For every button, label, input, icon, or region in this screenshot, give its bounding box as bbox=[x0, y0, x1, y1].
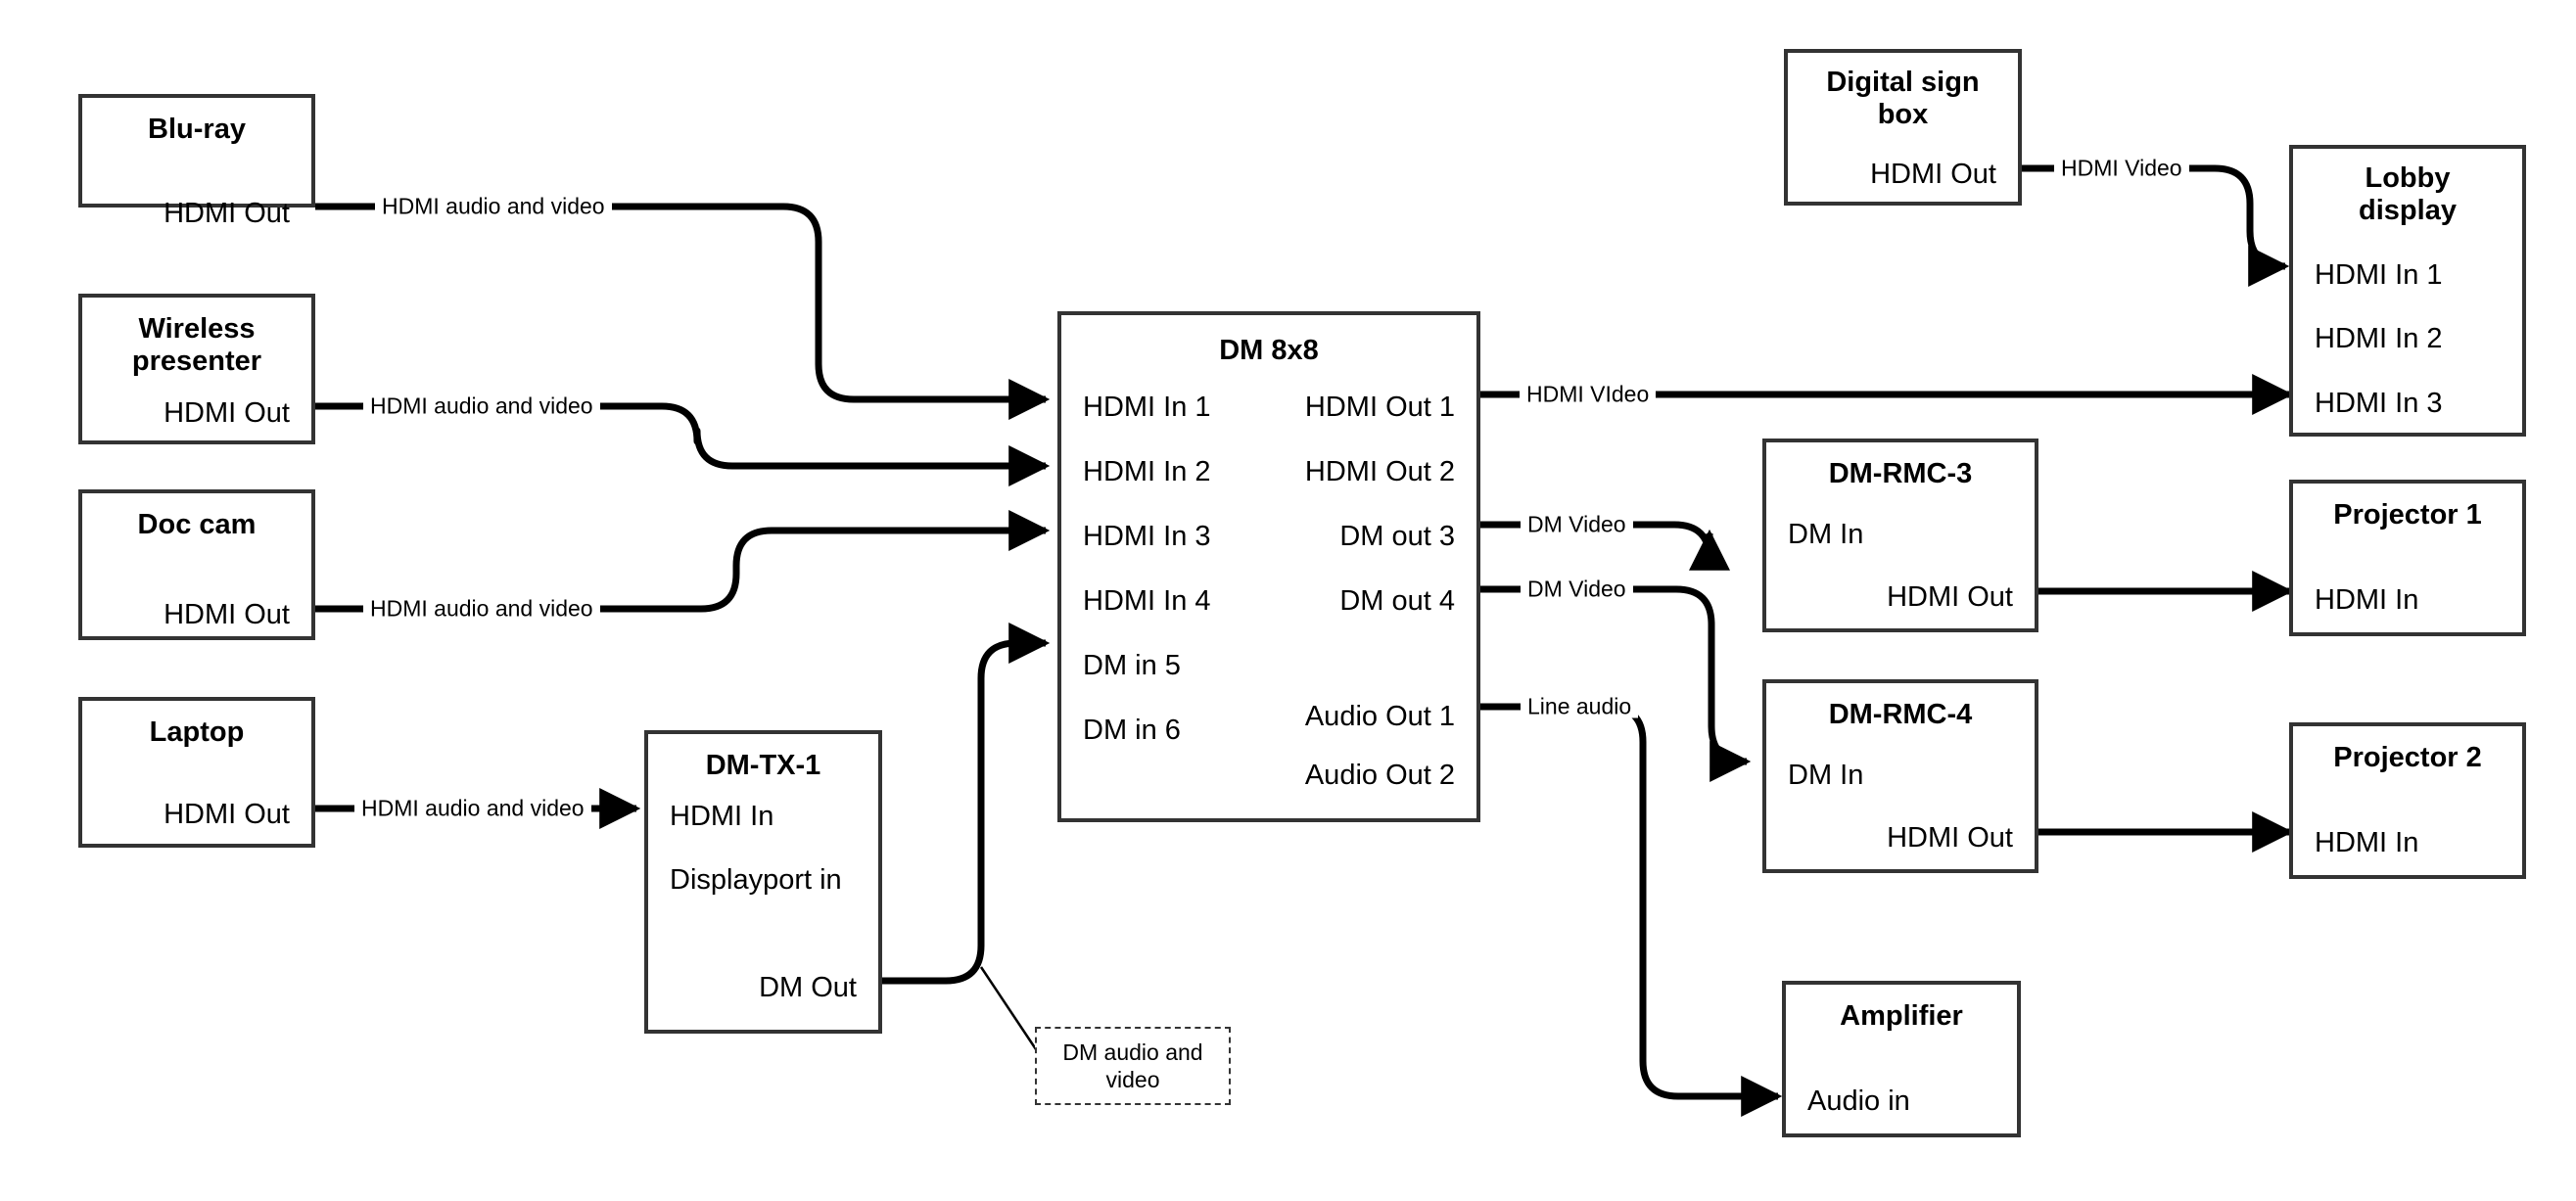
node-title-line-2: display bbox=[2359, 195, 2457, 227]
node-title-line-1: Digital sign bbox=[1826, 67, 1980, 98]
wire-dmtx1-to-dm8x8 bbox=[882, 623, 1051, 985]
edge-label-bluray-to-dm8x8: HDMI audio and video bbox=[375, 195, 612, 218]
port-hdmi-in-2[interactable]: HDMI In 2 bbox=[2315, 323, 2443, 354]
node-title: Digital sign box bbox=[1788, 67, 2018, 131]
node-blu-ray[interactable]: Blu-ray HDMI Out bbox=[78, 94, 315, 228]
port-hdmi-in[interactable]: HDMI In bbox=[670, 801, 774, 832]
node-title-line-1: Lobby bbox=[2365, 162, 2451, 194]
node-wireless-presenter[interactable]: Wireless presenter HDMI Out bbox=[78, 294, 315, 444]
node-title-line-1: Wireless bbox=[138, 313, 256, 345]
port-dm-in[interactable]: DM In bbox=[1788, 519, 1864, 550]
port-hdmi-in[interactable]: HDMI In bbox=[2315, 584, 2419, 616]
callout-leader-line bbox=[979, 966, 1040, 1053]
port-hdmi-out[interactable]: HDMI Out bbox=[164, 599, 290, 630]
node-doc-cam[interactable]: Doc cam HDMI Out bbox=[78, 489, 315, 640]
port-dm-in-6[interactable]: DM in 6 bbox=[1083, 715, 1181, 746]
node-title: Laptop bbox=[149, 716, 245, 748]
port-hdmi-out[interactable]: HDMI Out bbox=[1887, 822, 2013, 854]
node-dm-rmc-4[interactable]: DM-RMC-4 DM In HDMI Out bbox=[1762, 679, 2038, 873]
port-dm-in[interactable]: DM In bbox=[1788, 760, 1864, 791]
node-laptop[interactable]: Laptop HDMI Out bbox=[78, 697, 315, 848]
node-title: Projector 2 bbox=[2333, 742, 2482, 773]
edge-label-laptop-to-dmtx1: HDMI audio and video bbox=[354, 797, 591, 820]
edge-label-sign-to-lobby: HDMI Video bbox=[2054, 157, 2189, 180]
port-hdmi-out[interactable]: HDMI Out bbox=[164, 799, 290, 830]
port-audio-out-1[interactable]: Audio Out 1 bbox=[1304, 701, 1455, 732]
port-hdmi-out[interactable]: HDMI Out bbox=[164, 397, 290, 429]
node-title: Wireless presenter bbox=[82, 313, 311, 378]
node-lobby-display[interactable]: Lobby display HDMI In 1 HDMI In 2 HDMI I… bbox=[2289, 145, 2526, 437]
edge-label-wireless-to-dm8x8: HDMI audio and video bbox=[363, 394, 600, 418]
node-title-line-2: presenter bbox=[131, 346, 262, 378]
port-hdmi-in-3[interactable]: HDMI In 3 bbox=[2315, 388, 2443, 419]
node-title-line-2: box bbox=[1877, 99, 1929, 131]
port-audio-out-2[interactable]: Audio Out 2 bbox=[1304, 760, 1455, 791]
port-dm-out-3[interactable]: DM out 3 bbox=[1339, 521, 1455, 552]
port-displayport-in[interactable]: Displayport in bbox=[670, 864, 842, 896]
wire-bluray-to-dm8x8 bbox=[315, 203, 1051, 420]
port-audio-in[interactable]: Audio in bbox=[1807, 1086, 1910, 1117]
node-projector-1[interactable]: Projector 1 HDMI In bbox=[2289, 480, 2526, 636]
node-dm-tx-1[interactable]: DM-TX-1 HDMI In Displayport in DM Out bbox=[644, 730, 882, 1034]
edge-label-dm8x8-dmout4: DM Video bbox=[1521, 577, 1633, 601]
node-digital-sign-box[interactable]: Digital sign box HDMI Out bbox=[1784, 49, 2022, 206]
port-hdmi-out[interactable]: HDMI Out bbox=[164, 198, 290, 229]
node-title: DM-TX-1 bbox=[705, 750, 821, 781]
node-projector-2[interactable]: Projector 2 HDMI In bbox=[2289, 722, 2526, 879]
node-dm-8x8[interactable]: DM 8x8 HDMI In 1 HDMI In 2 HDMI In 3 HDM… bbox=[1057, 311, 1480, 822]
wire-dm8x8-dmout4-to-rmc4 bbox=[1480, 585, 1752, 782]
node-dm-rmc-3[interactable]: DM-RMC-3 DM In HDMI Out bbox=[1762, 439, 2038, 632]
node-title: Amplifier bbox=[1840, 1000, 1963, 1032]
node-title: Lobby display bbox=[2293, 162, 2522, 227]
edge-label-dm8x8-audioout1: Line audio bbox=[1521, 695, 1639, 718]
port-dm-out[interactable]: DM Out bbox=[759, 972, 857, 1003]
edge-label-dm8x8-dmout3: DM Video bbox=[1521, 513, 1633, 536]
node-title: Projector 1 bbox=[2333, 499, 2482, 531]
port-hdmi-out[interactable]: HDMI Out bbox=[1870, 159, 1996, 190]
node-amplifier[interactable]: Amplifier Audio in bbox=[1782, 981, 2021, 1137]
port-hdmi-in-3[interactable]: HDMI In 3 bbox=[1083, 521, 1211, 552]
node-title: Doc cam bbox=[137, 509, 257, 540]
port-hdmi-in-2[interactable]: HDMI In 2 bbox=[1083, 456, 1211, 487]
callout-dm-audio-and-video: DM audio and video bbox=[1035, 1027, 1231, 1105]
node-title: DM 8x8 bbox=[1219, 335, 1319, 366]
node-title: DM-RMC-3 bbox=[1828, 458, 1973, 489]
port-hdmi-in-1[interactable]: HDMI In 1 bbox=[1083, 392, 1211, 423]
port-dm-in-5[interactable]: DM in 5 bbox=[1083, 650, 1181, 681]
node-title: DM-RMC-4 bbox=[1828, 699, 1973, 730]
port-hdmi-in[interactable]: HDMI In bbox=[2315, 827, 2419, 858]
node-title: Blu-ray bbox=[148, 114, 246, 145]
port-hdmi-in-1[interactable]: HDMI In 1 bbox=[2315, 259, 2443, 291]
edge-label-doccam-to-dm8x8: HDMI audio and video bbox=[363, 597, 600, 621]
edge-label-dm8x8-hdmiout1: HDMI VIdeo bbox=[1520, 383, 1657, 406]
wire-sign-to-lobby bbox=[2022, 164, 2290, 287]
port-hdmi-in-4[interactable]: HDMI In 4 bbox=[1083, 585, 1211, 617]
wire-dm8x8-audioout1-to-amplifier bbox=[1480, 703, 1783, 1117]
port-dm-out-4[interactable]: DM out 4 bbox=[1339, 585, 1455, 617]
port-hdmi-out[interactable]: HDMI Out bbox=[1887, 581, 2013, 613]
port-hdmi-out-2[interactable]: HDMI Out 2 bbox=[1304, 456, 1455, 487]
port-hdmi-out-1[interactable]: HDMI Out 1 bbox=[1304, 392, 1455, 423]
